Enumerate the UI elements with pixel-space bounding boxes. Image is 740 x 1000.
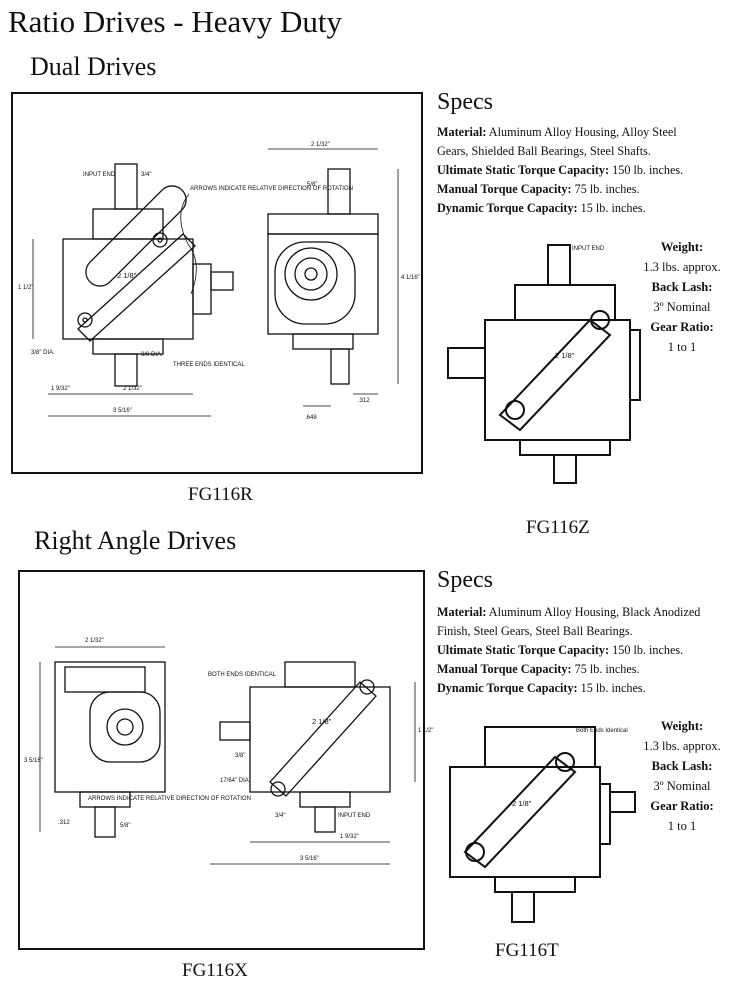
dual-specs-heading: Specs	[437, 89, 493, 115]
dual-side-specs: Weight: 1.3 lbs. approx. Back Lash: 3º N…	[643, 240, 721, 354]
right-shaft	[210, 271, 234, 291]
dual-drives-heading: Dual Drives	[30, 52, 157, 81]
ra-dim-34: 3/4"	[275, 813, 285, 819]
ra-dim-3-516: 3 5/16"	[24, 758, 43, 764]
ra-dim-3-516-b: 3 5/16"	[300, 856, 319, 862]
ra-arrows-note: ARROWS INDICATE RELATIVE DIRECTION OF RO…	[88, 796, 251, 802]
ra-dim-312: .312	[58, 820, 70, 826]
dim-312: .312	[358, 398, 370, 404]
dim-1-12: 1 1/2"	[18, 285, 33, 291]
right-specs-list: Material: Aluminum Alloy Housing, Black …	[437, 605, 701, 695]
fg116t-drawing: Both Ends Identical 2 1/8"	[449, 726, 636, 923]
photo-dim-2-18-b: 2 1/8"	[512, 799, 532, 808]
ra-side-housing	[54, 661, 166, 793]
side-bearing	[284, 247, 338, 301]
side-top-plate	[267, 213, 379, 235]
arrows-note: ARROWS INDICATE RELATIVE DIRECTION OF RO…	[190, 186, 353, 192]
ra-dim-58: 5/8"	[120, 823, 130, 829]
dual-specs-list: Material: Aluminum Alloy Housing, Alloy …	[437, 125, 684, 215]
dual-housing	[62, 238, 194, 340]
dim-1-932: 1 9/32"	[51, 386, 70, 392]
fg116z-drawing: INPUT END 2 1/8"	[447, 244, 641, 484]
dim-648: .648	[305, 415, 317, 421]
page-title: Ratio Drives - Heavy Duty	[8, 4, 343, 39]
input-end-label: INPUT END	[83, 172, 116, 178]
dim-2-18: 2 1/8"	[117, 271, 137, 280]
ra-dim-1-12: 1 1/2"	[418, 728, 433, 734]
right-drawing-frame: 2 1/32" 3 5/16" .312 5/8" ARROWS INDICAT…	[18, 570, 433, 950]
dim-2-132: 2 1/32"	[123, 386, 142, 392]
fg116x-caption: FG116X	[182, 960, 248, 981]
right-angle-heading: Right Angle Drives	[34, 526, 237, 555]
ra-input-end-label: INPUT END	[338, 813, 371, 819]
photo-both-ends-label: Both Ends Identical	[576, 728, 628, 734]
fg116x-technical-drawing: 2 1/32" 3 5/16" .312 5/8" ARROWS INDICAT…	[24, 638, 433, 865]
dim-34: 3/4"	[141, 172, 151, 178]
ra-front-housing	[249, 686, 391, 793]
ra-dim-1764: 17/64" DIA.	[220, 778, 251, 784]
right-specs-heading: Specs	[437, 567, 493, 593]
dim-58: 5/8"	[307, 182, 317, 188]
input-shaft	[114, 163, 138, 210]
ra-left-shaft	[219, 721, 251, 741]
fg116t-caption: FG116T	[495, 940, 559, 961]
three-ends-note: THREE ENDS IDENTICAL	[173, 362, 245, 368]
photo-dim-2-18: 2 1/8"	[555, 351, 575, 360]
dim-2-132-side: 2 1/32"	[311, 142, 330, 148]
dim-38-dia-b: 3/8 DIA.	[141, 352, 163, 358]
dim-3-516: 3 5/16"	[113, 408, 132, 414]
ra-dim-2-132: 2 1/32"	[85, 638, 104, 644]
ra-both-ends-note: BOTH ENDS IDENTICAL	[208, 672, 277, 678]
fg116z-caption: FG116Z	[526, 517, 590, 538]
right-side-specs: Weight: 1.3 lbs. approx. Back Lash: 3º N…	[643, 719, 721, 833]
fg116r-caption: FG116R	[188, 484, 253, 505]
dim-4-116: 4 1/16"	[401, 275, 420, 281]
ra-dim-1-932: 1 9/32"	[340, 834, 359, 840]
dim-38-dia: 3/8" DIA.	[31, 350, 55, 356]
ra-dim-2-18: 2 1/8"	[312, 717, 332, 726]
fg116r-technical-drawing: INPUT END ARROWS INDICATE RELATIVE DIREC…	[18, 142, 420, 421]
photo-input-end-label: INPUT END	[572, 246, 605, 252]
dual-drawing-frame: INPUT END ARROWS INDICATE RELATIVE DIREC…	[11, 92, 423, 474]
ra-dim-38: 3/8"	[235, 753, 245, 759]
bottom-shaft	[114, 353, 138, 387]
